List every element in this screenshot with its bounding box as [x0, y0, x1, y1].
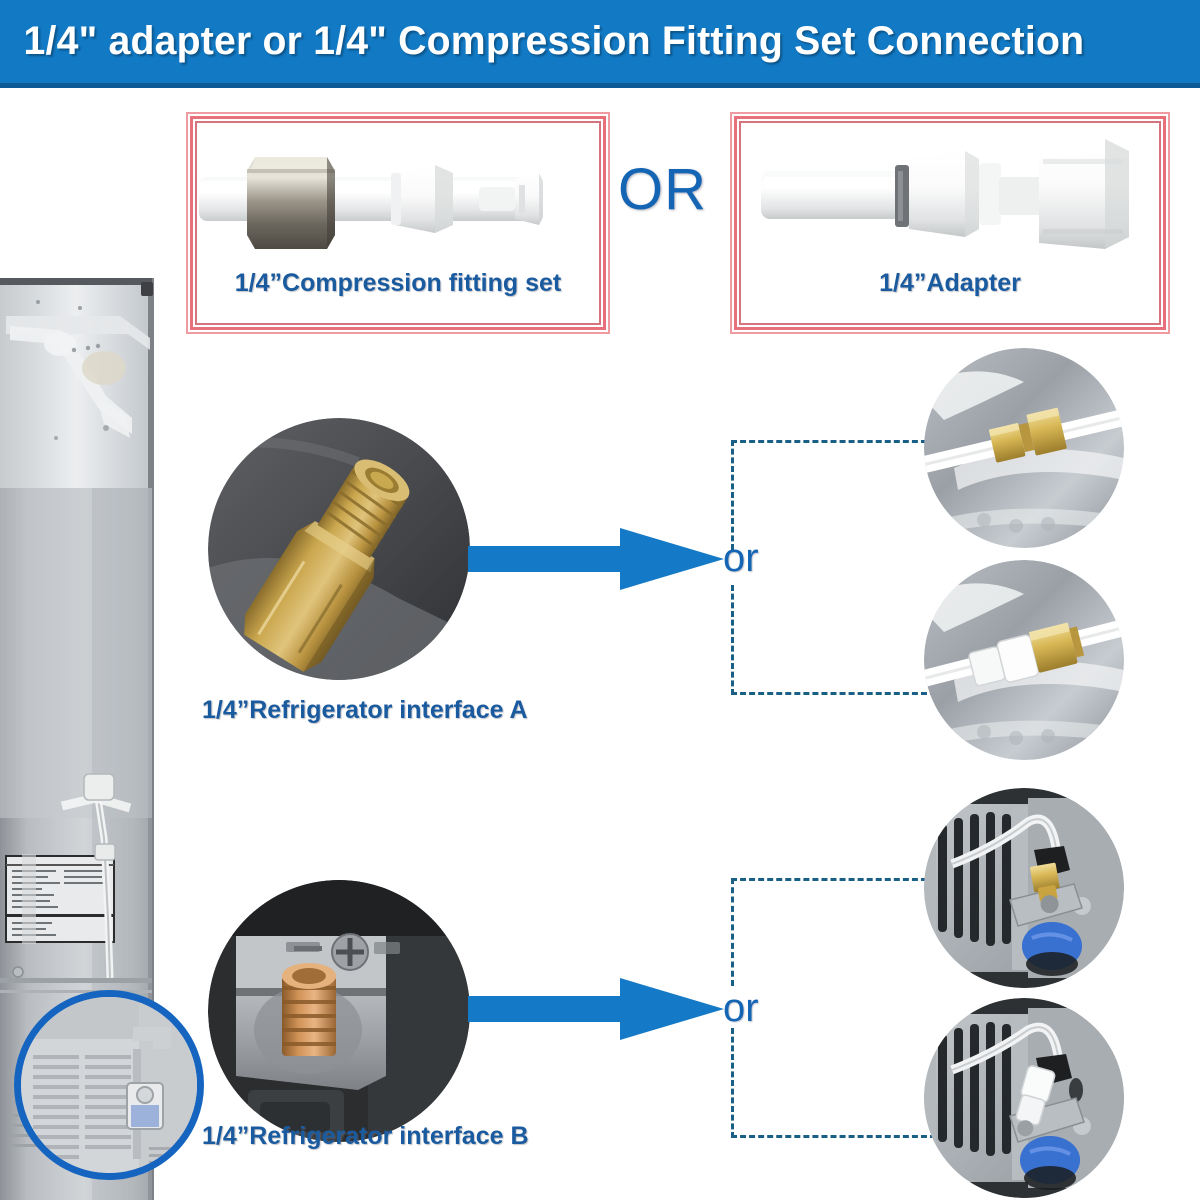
arrow-interface-b — [468, 978, 726, 1040]
bracket-vertical-a — [731, 440, 734, 550]
product-box-compression-fitting-set: 1/4”Compression fitting set — [186, 112, 610, 334]
interface-a-option-1-photo — [924, 348, 1124, 548]
or-connector-b: or — [723, 986, 759, 1030]
arrow-interface-a — [468, 528, 726, 590]
product-box-adapter: 1/4”Adapter — [730, 112, 1170, 334]
appliance-label — [5, 854, 115, 944]
bracket-vertical-b2 — [731, 1028, 734, 1138]
interface-b-option-1-photo — [924, 788, 1124, 988]
header-bar: 1/4" adapter or 1/4" Compression Fitting… — [0, 0, 1200, 88]
bracket-bottom-a — [731, 692, 936, 695]
page-title: 1/4" adapter or 1/4" Compression Fitting… — [23, 19, 1085, 63]
or-connector-a: or — [723, 536, 759, 580]
refrigerator-interface-b-label: 1/4”Refrigerator interface B — [202, 1122, 529, 1150]
product-caption-adapter: 1/4”Adapter — [879, 269, 1021, 297]
refrigerator-interface-a-photo — [208, 418, 470, 680]
interface-a-option-2-photo — [924, 560, 1124, 760]
bracket-vertical-b — [731, 878, 734, 986]
refrigerator-interface-b-photo — [208, 880, 470, 1142]
bracket-bottom-b — [731, 1135, 936, 1138]
or-divider-label: OR — [618, 157, 707, 222]
interface-b-option-2-photo — [924, 998, 1124, 1198]
refrigerator-interface-a-label: 1/4”Refrigerator interface A — [202, 696, 528, 724]
bracket-top-a — [731, 440, 936, 443]
product-caption-compression-fitting-set: 1/4”Compression fitting set — [234, 269, 562, 297]
water-line — [60, 773, 132, 979]
bracket-vertical-a2 — [731, 585, 734, 695]
fridge-valve-highlight — [14, 990, 204, 1180]
bracket-top-b — [731, 878, 936, 881]
